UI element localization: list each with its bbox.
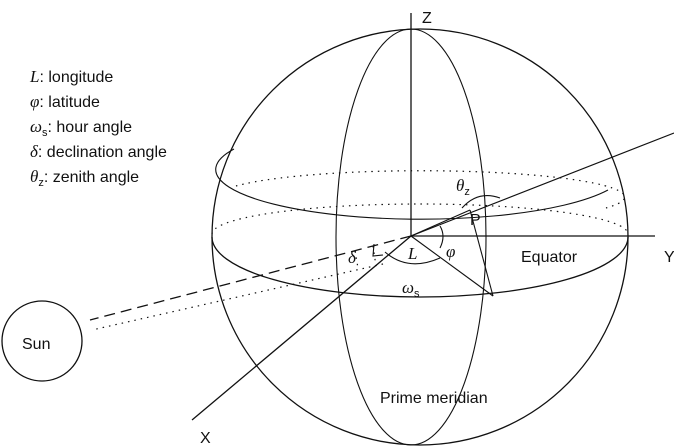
latitude-circle-back bbox=[235, 170, 626, 209]
sun-label: Sun bbox=[22, 336, 50, 353]
sun-circle bbox=[1, 300, 83, 382]
sun-ray-upper bbox=[410, 132, 674, 237]
latitude-circle-front bbox=[215, 148, 609, 220]
point-p-label: P bbox=[470, 212, 481, 229]
earth-sphere bbox=[211, 28, 629, 446]
latitude-angle-label: φ bbox=[446, 242, 455, 261]
zenith-angle-arc bbox=[461, 195, 501, 209]
legend-item-declination: δ: declination angle bbox=[30, 142, 167, 161]
y-axis-label: Y bbox=[664, 249, 674, 266]
legend-item-longitude: L: longitude bbox=[29, 67, 113, 86]
x-axis bbox=[191, 235, 412, 421]
legend-item-hour-angle: ωs: hour angle bbox=[30, 117, 132, 139]
radius-equator-point bbox=[410, 235, 494, 297]
legend: L: longitude φ: latitude ωs: hour angle … bbox=[29, 67, 167, 189]
zenith-angle-label: θz bbox=[456, 176, 470, 198]
z-axis-label: Z bbox=[422, 10, 432, 27]
phi-angle-arc bbox=[439, 225, 444, 249]
declination-angle-label: δ bbox=[348, 248, 357, 267]
equator-front bbox=[211, 236, 629, 298]
equator-label: Equator bbox=[521, 249, 578, 266]
legend-item-zenith: θz: zenith angle bbox=[30, 167, 139, 189]
sun-ray-dashed bbox=[89, 235, 412, 321]
longitude-angle-label: L bbox=[407, 244, 417, 263]
x-axis-label: X bbox=[200, 430, 211, 447]
latitude-radius bbox=[469, 209, 494, 297]
projection-tick-1 bbox=[354, 250, 359, 269]
longitude-angle-arc bbox=[384, 251, 441, 265]
prime-meridian-label: Prime meridian bbox=[380, 390, 488, 407]
legend-item-latitude: φ: latitude bbox=[30, 92, 100, 111]
delta-angle-arc bbox=[372, 243, 384, 257]
hour-angle-label: ωs bbox=[402, 278, 420, 300]
